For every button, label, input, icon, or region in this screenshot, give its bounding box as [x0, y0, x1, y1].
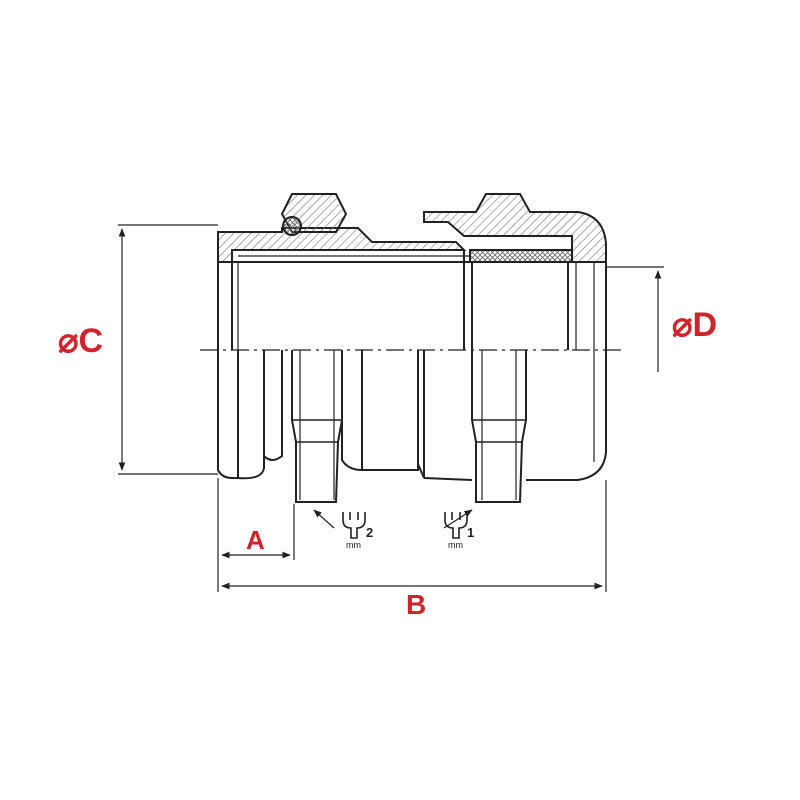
- dimension-lines: [118, 224, 664, 592]
- wrench-1-unit: mm: [448, 540, 463, 550]
- body-wall-section: [217, 227, 467, 263]
- length-a-label: A: [246, 525, 265, 555]
- cap-nut-section: [423, 193, 607, 263]
- wrench-1-number: 1: [467, 525, 474, 540]
- body-collar: [362, 350, 419, 471]
- length-b-label: B: [406, 589, 426, 620]
- diameter-d-label: ⌀D: [672, 306, 717, 344]
- body-middle: [341, 350, 363, 472]
- wrench-2-icon: [342, 512, 366, 539]
- diameter-c-label: ⌀C: [58, 322, 103, 360]
- cap-hex-nut: [471, 350, 527, 503]
- seal-insert-section: [469, 249, 573, 263]
- cap-body: [423, 350, 607, 481]
- wrench-2-unit: mm: [346, 540, 361, 550]
- thread-body: [237, 350, 265, 480]
- body-step: [417, 350, 425, 479]
- wrench-1-icon: [444, 512, 468, 539]
- thread-end: [217, 350, 239, 479]
- groove: [263, 350, 283, 461]
- wrench-leaders: [313, 509, 473, 529]
- wrench-2-number: 2: [366, 525, 373, 540]
- lower-exterior: [217, 350, 607, 503]
- o-ring: [282, 216, 302, 236]
- upper-section: [217, 193, 607, 350]
